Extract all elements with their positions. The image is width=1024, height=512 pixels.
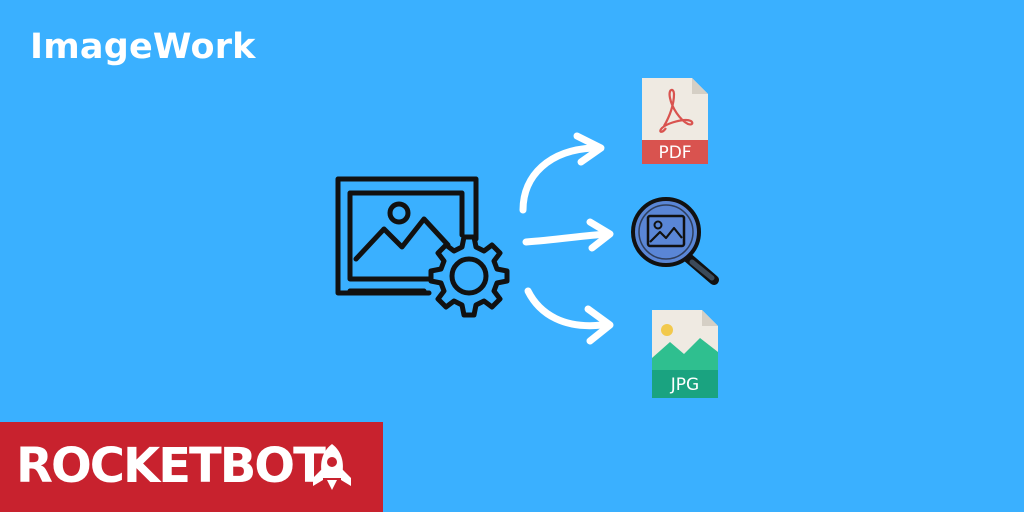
brand-block: ROCKETBOT [0,422,383,512]
brand-wordmark: ROCKETBOT [16,438,326,494]
arrow-to-pdf-icon [519,132,605,214]
arrow-to-jpg-icon [524,287,614,345]
rocket-icon [313,444,351,490]
pdf-file-icon [642,78,708,164]
pdf-label: PDF [658,143,692,163]
jpg-label: JPG [670,375,700,395]
page-title: ImageWork [30,27,256,67]
image-settings-icon [335,176,510,318]
image-zoom-icon [631,197,719,285]
arrow-to-zoom-icon [522,218,614,252]
jpg-file-icon [652,310,718,398]
